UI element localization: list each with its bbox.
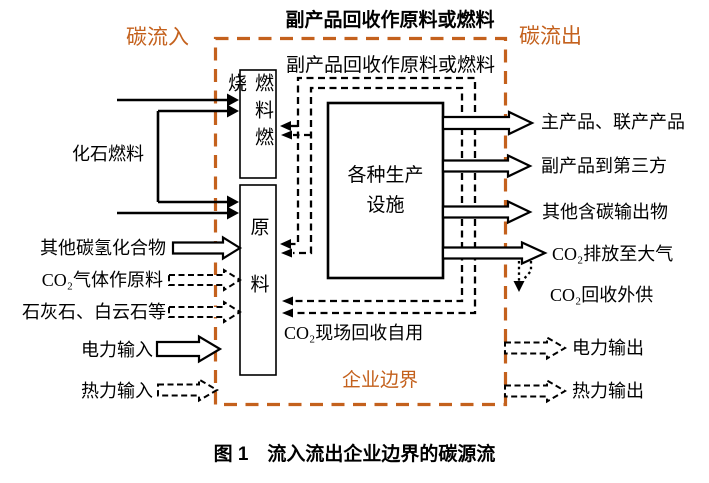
byproduct-recycle-loop-label: 副产品回收作原料或燃料 xyxy=(286,55,496,76)
input-label-limestone: 石灰石、白云石等 xyxy=(22,302,166,322)
output-label-heat-output: 热力输出 xyxy=(572,381,644,401)
input-label-heat-input: 热力输入 xyxy=(81,381,153,401)
fossil-fuel-lines xyxy=(117,98,228,215)
arrow-co2-to-atmosphere xyxy=(441,240,548,266)
output-label-power-output: 电力输出 xyxy=(572,338,644,358)
input-label-co2-gas: CO₂气体作原料 xyxy=(41,270,163,290)
fuel-combustion-box-label: 燃料燃烧 xyxy=(225,73,273,154)
figure-caption: 图 1 流入流出企业边界的碳源流 xyxy=(213,444,496,465)
co2-external-supply-dotted-path xyxy=(517,261,533,282)
dashed-hollow-arrows xyxy=(157,268,567,404)
enterprise-boundary-box xyxy=(213,36,508,407)
production-facilities-box xyxy=(326,101,445,280)
top-recycle-title: 副产品回收作原料或燃料 xyxy=(285,10,495,31)
arrow-main-product xyxy=(441,110,535,136)
arrow-power-input xyxy=(155,334,223,364)
output-label-byproduct-third-party: 副产品到第三方 xyxy=(541,156,667,176)
arrow-byproduct-third-party xyxy=(441,153,533,179)
arrow-limestone-input xyxy=(168,300,242,324)
enterprise-boundary-label: 企业边界 xyxy=(341,370,418,391)
arrow-other-hydrocarbons xyxy=(171,235,243,261)
fossil-fuel-arrowheads xyxy=(227,93,239,220)
output-label-co2-external-supply: CO₂回收外供 xyxy=(550,285,654,305)
arrow-power-output xyxy=(504,335,567,361)
arrow-heat-input xyxy=(157,377,219,403)
input-label-other-hydrocarbons: 其他碳氢化合物 xyxy=(40,238,166,258)
output-label-co2-atmosphere: CO₂排放至大气 xyxy=(552,244,674,264)
input-label-power-input: 电力输入 xyxy=(81,340,153,360)
arrow-co2-gas-input xyxy=(168,268,242,292)
recycle-loop-arrowheads xyxy=(280,121,293,318)
input-label-fossil-fuel: 化石燃料 xyxy=(72,144,144,164)
output-label-other-carbon-output: 其他含碳输出物 xyxy=(542,202,668,222)
fuel-combustion-box xyxy=(239,69,277,179)
output-label-main-product: 主产品、联产产品 xyxy=(541,112,685,132)
hollow-arrows xyxy=(155,110,548,364)
byproduct-recycle-loop-paths xyxy=(291,76,477,315)
flow-out-label: 碳流出 xyxy=(519,24,582,48)
raw-material-box xyxy=(239,184,277,376)
flow-in-label: 碳流入 xyxy=(126,25,189,49)
co2-self-use-label: CO₂现场回收自用 xyxy=(284,323,424,343)
production-facilities-box-label: 各种生产 设施 xyxy=(347,165,424,216)
raw-material-box-label: 原料 xyxy=(247,217,269,331)
co2-external-supply-arrowhead xyxy=(513,281,525,292)
arrow-other-carbon-output xyxy=(441,199,533,225)
arrow-heat-output xyxy=(504,378,567,404)
